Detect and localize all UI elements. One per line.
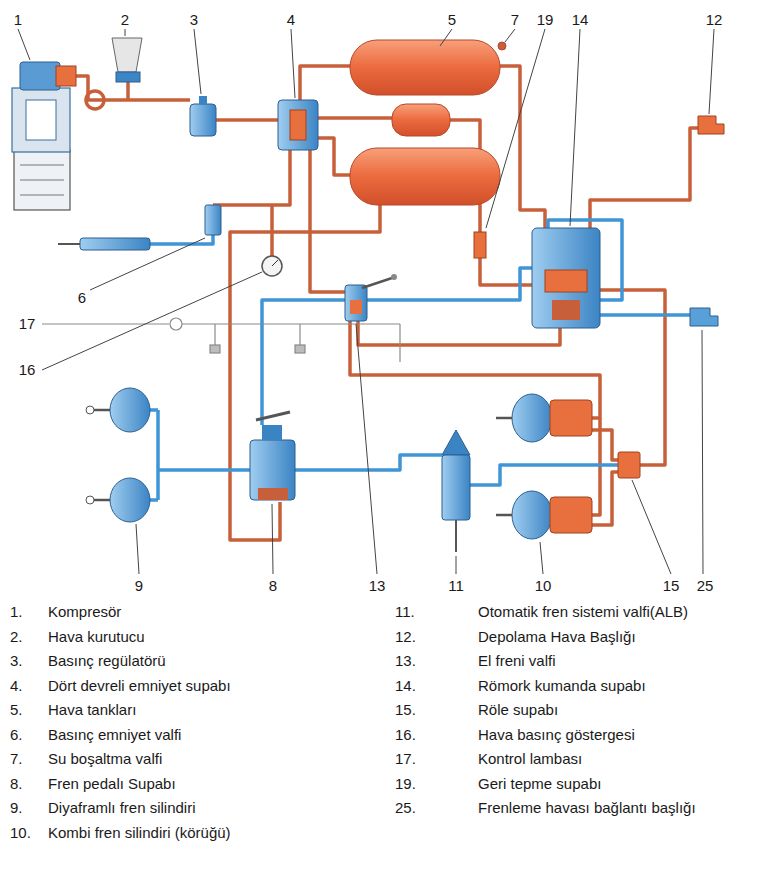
legend-text: Hava tankları xyxy=(48,702,136,719)
legend-number: 5. xyxy=(10,702,23,719)
callout-number: 16 xyxy=(17,362,38,379)
legend-text: Hava basınç göstergesi xyxy=(478,727,635,744)
callout-number: 13 xyxy=(367,578,388,595)
callout-number: 19 xyxy=(535,12,556,29)
legend-number: 19. xyxy=(395,776,416,793)
callout-number: 6 xyxy=(76,290,88,307)
callout-number: 1 xyxy=(12,12,24,29)
legend-text: Basınç regülatörü xyxy=(48,653,166,670)
legend-text: Dört devreli emniyet supabı xyxy=(48,678,231,695)
callout-number: 12 xyxy=(704,12,725,29)
hand-brake-valve xyxy=(345,274,397,321)
trailer-control-valve xyxy=(532,228,600,328)
legend-number: 11. xyxy=(395,604,415,621)
legend-number: 4. xyxy=(10,678,23,695)
legend-number: 16. xyxy=(395,727,416,744)
legend-text: Depolama Hava Başlığı xyxy=(478,629,636,646)
four-circuit-valve xyxy=(278,100,318,150)
callout-number: 25 xyxy=(695,578,716,595)
callout-number: 3 xyxy=(188,12,200,29)
callout-number: 9 xyxy=(133,578,145,595)
callout-number: 14 xyxy=(570,12,591,29)
legend-number: 7. xyxy=(10,751,23,768)
pedal-valve xyxy=(250,412,295,500)
safety-valve xyxy=(58,205,221,250)
legend-text: Geri tepme supabı xyxy=(478,776,601,793)
legend-text: El freni valfi xyxy=(478,653,556,670)
callout-number: 2 xyxy=(119,12,131,29)
air-tanks xyxy=(350,40,506,205)
callout-number: 7 xyxy=(509,12,521,29)
callout-number: 15 xyxy=(661,578,682,595)
legend-text: Su boşaltma valfi xyxy=(48,751,162,768)
legend-text: Hava kurutucu xyxy=(48,629,145,646)
legend-text: Basınç emniyet valfi xyxy=(48,727,181,744)
legend-number: 17. xyxy=(395,751,416,768)
relay-valve xyxy=(618,452,640,478)
pressure-regulator xyxy=(190,96,216,136)
callout-number: 5 xyxy=(446,12,458,29)
legend-number: 2. xyxy=(10,629,23,646)
coupling-head-supply xyxy=(698,116,724,134)
legend-text: Otomatik fren sistemi valfi(ALB) xyxy=(478,604,688,621)
compressor xyxy=(12,62,76,210)
legend-text: Röle supabı xyxy=(478,702,558,719)
brake-illustration xyxy=(0,0,774,600)
coupling-head-control xyxy=(690,308,718,326)
lamp-wiring xyxy=(42,318,400,362)
callout-number: 8 xyxy=(267,578,279,595)
legend-text: Diyaframlı fren silindiri xyxy=(48,800,196,817)
legend-number: 3. xyxy=(10,653,23,670)
legend-number: 25. xyxy=(395,800,416,817)
leader-lines xyxy=(18,29,714,574)
legend-number: 13. xyxy=(395,653,416,670)
legend-number: 6. xyxy=(10,727,23,744)
legend-text: Fren pedalı Supabı xyxy=(48,776,176,793)
alb-valve xyxy=(442,430,470,552)
air-dryer xyxy=(112,38,142,82)
control-pipes xyxy=(150,220,690,500)
callout-number: 4 xyxy=(285,12,297,29)
legend-text: Kompresör xyxy=(48,604,121,621)
legend-text: Kontrol lambası xyxy=(478,751,582,768)
legend-number: 12. xyxy=(395,629,416,646)
legend-number: 10. xyxy=(10,825,31,842)
legend-text: Römork kumanda supabı xyxy=(478,678,646,695)
callout-number: 11 xyxy=(446,578,466,595)
pressure-gauge xyxy=(262,256,282,276)
supply-pipes xyxy=(75,66,698,540)
legend-text: Kombi fren silindiri (körüğü) xyxy=(48,825,231,842)
check-valve xyxy=(474,232,486,258)
legend-number: 14. xyxy=(395,678,416,695)
callout-number: 10 xyxy=(533,578,554,595)
legend-text: Frenleme havası bağlantı başlığı xyxy=(478,800,696,817)
combi-cylinders xyxy=(496,394,592,539)
legend-number: 9. xyxy=(10,800,23,817)
legend-number: 15. xyxy=(395,702,416,719)
diaphragm-cylinders xyxy=(86,388,150,522)
legend-number: 8. xyxy=(10,776,23,793)
legend-number: 1. xyxy=(10,604,23,621)
callout-number: 17 xyxy=(17,316,38,333)
